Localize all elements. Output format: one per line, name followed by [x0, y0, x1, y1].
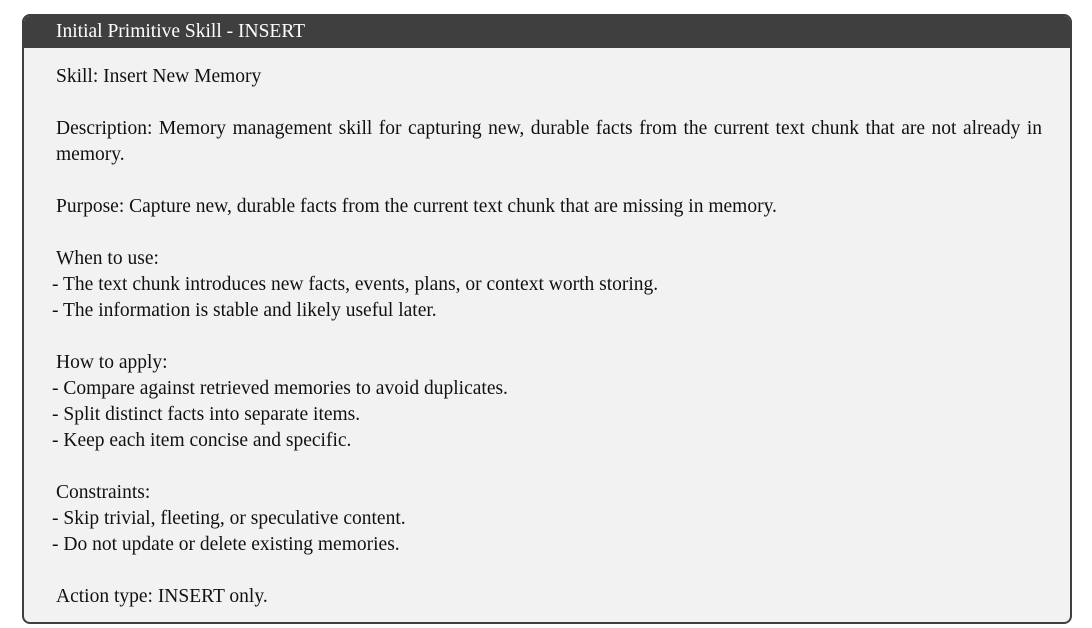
when-to-use-item: - The text chunk introduces new facts, e…: [52, 274, 659, 295]
card-body: Skill: Insert New Memory Description: Me…: [52, 48, 1042, 610]
constraints-heading: Constraints:: [56, 482, 151, 503]
when-to-use-item: - The information is stable and likely u…: [52, 300, 437, 321]
card-title: Initial Primitive Skill - INSERT: [56, 21, 306, 42]
description-paragraph: Description: Memory management skill for…: [56, 118, 1042, 165]
how-to-apply-item: - Keep each item concise and specific.: [52, 430, 352, 451]
action-type-line: Action type: INSERT only.: [56, 586, 268, 607]
skill-card: Initial Primitive Skill - INSERT Skill: …: [22, 14, 1072, 624]
when-to-use-heading: When to use:: [56, 248, 159, 269]
skill-name-line: Skill: Insert New Memory: [56, 66, 262, 87]
purpose-paragraph: Purpose: Capture new, durable facts from…: [56, 196, 777, 217]
how-to-apply-heading: How to apply:: [56, 352, 168, 373]
constraints-item: - Do not update or delete existing memor…: [52, 534, 400, 555]
card-header: Initial Primitive Skill - INSERT: [24, 16, 1070, 48]
how-to-apply-item: - Compare against retrieved memories to …: [52, 378, 508, 399]
constraints-item: - Skip trivial, fleeting, or speculative…: [52, 508, 406, 529]
how-to-apply-item: - Split distinct facts into separate ite…: [52, 404, 361, 425]
